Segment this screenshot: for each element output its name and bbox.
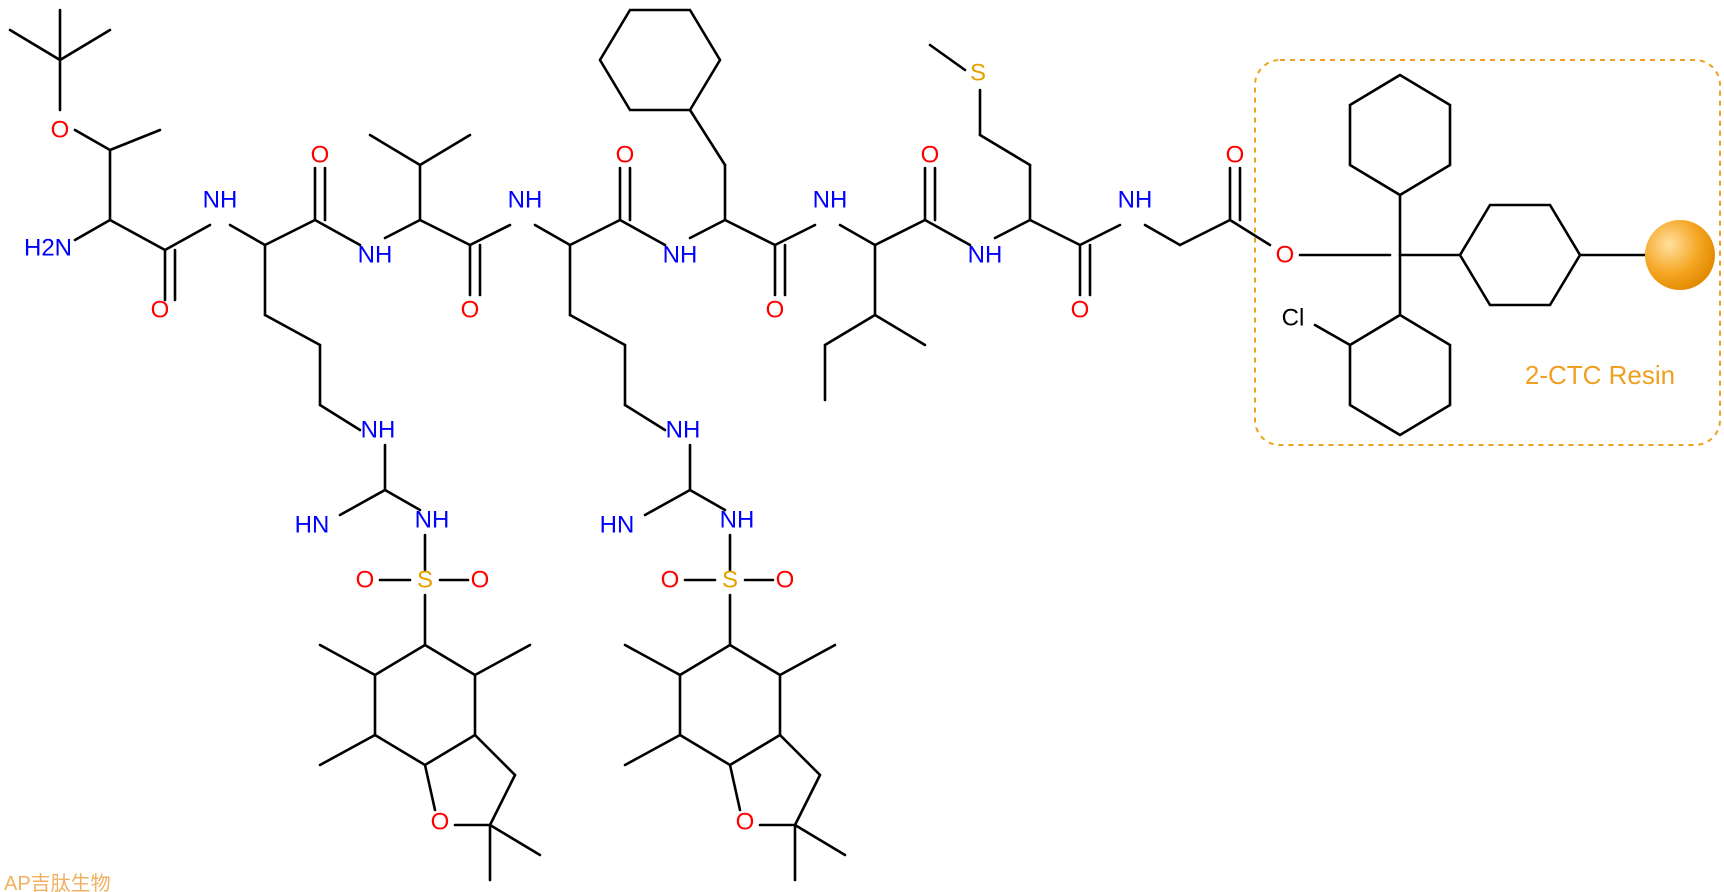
threonine-tbu-group: [8, 8, 212, 302]
atom-oxygen: O: [461, 297, 480, 324]
atom-imine-hn: HN: [295, 512, 330, 539]
resin-box: [1254, 59, 1721, 446]
atom-oxygen: O: [311, 142, 330, 169]
atom-oxygen: O: [151, 297, 170, 324]
atom-nh: NH: [663, 242, 698, 269]
atom-oxygen: O: [1276, 242, 1295, 269]
atom-nh: NH: [666, 417, 701, 444]
atom-nh: NH: [415, 507, 450, 534]
isoleucine-backbone: [823, 166, 972, 402]
atom-oxygen: O: [1071, 297, 1090, 324]
arginine-1-backbone: [228, 166, 427, 572]
atom-oxygen: O: [921, 142, 940, 169]
watermark-text: AP吉肽生物: [4, 872, 111, 892]
atom-nh: NH: [813, 187, 848, 214]
atom-nh: NH: [508, 187, 543, 214]
atom-nh: NH: [720, 507, 755, 534]
glycine-backbone: [1143, 166, 1272, 247]
atom-sulfur: S: [417, 567, 433, 594]
phenylalanine-backbone: [598, 8, 817, 297]
atom-sulfur: S: [722, 567, 738, 594]
resin-bead-icon: [1645, 220, 1715, 290]
atom-oxygen: O: [431, 809, 450, 836]
pbf-group-1: [318, 578, 542, 882]
atom-oxygen: O: [356, 567, 375, 594]
valine-backbone: [368, 133, 512, 297]
atom-nh: NH: [203, 187, 238, 214]
atom-amine-h2n: H2N: [24, 235, 72, 262]
atom-oxygen: O: [661, 567, 680, 594]
atom-nh: NH: [968, 242, 1003, 269]
atom-oxygen: O: [776, 567, 795, 594]
atom-nh: NH: [358, 242, 393, 269]
arginine-2-backbone: [533, 166, 732, 572]
pbf-group-2: [623, 578, 847, 882]
atom-oxygen: O: [616, 142, 635, 169]
trityl-group: [1298, 73, 1652, 437]
atom-imine-hn: HN: [600, 512, 635, 539]
atom-chlorine: Cl: [1282, 305, 1305, 332]
atom-oxygen: O: [1226, 142, 1245, 169]
atom-oxygen: O: [766, 297, 785, 324]
atom-nh: NH: [1118, 187, 1153, 214]
atom-oxygen: O: [736, 809, 755, 836]
atom-oxygen: O: [471, 567, 490, 594]
methionine-backbone: [928, 43, 1122, 297]
atom-oxygen: O: [51, 117, 70, 144]
atom-sulfur: S: [970, 60, 986, 87]
atom-nh: NH: [361, 417, 396, 444]
resin-label: 2-CTC Resin: [1525, 360, 1675, 390]
